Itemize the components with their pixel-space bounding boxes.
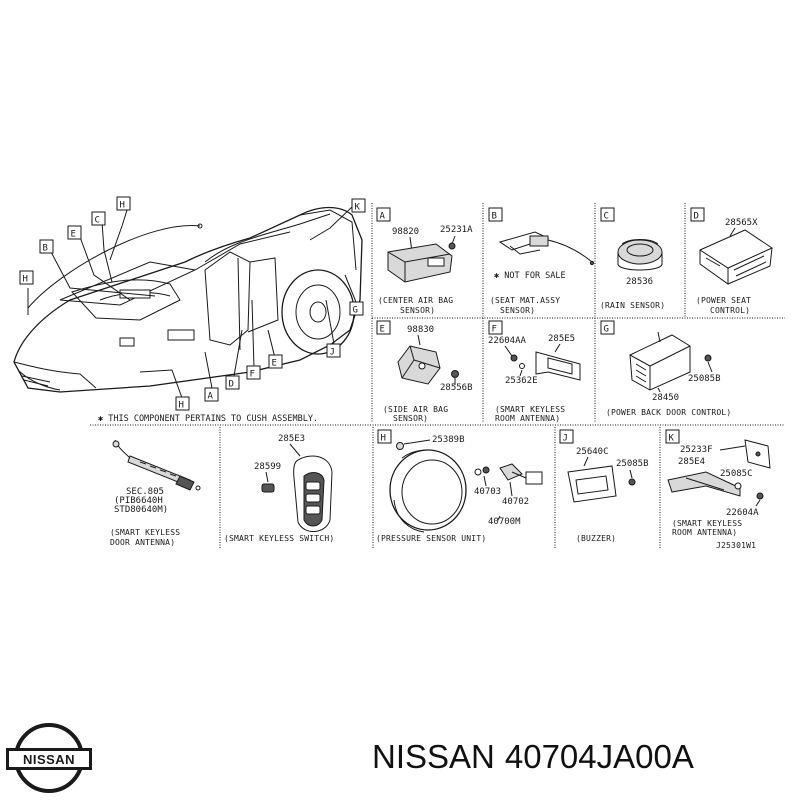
panel-caption: DOOR ANTENNA) <box>110 538 175 547</box>
callout-label: F <box>250 370 255 380</box>
callout-label: B <box>43 244 48 254</box>
panel-letter: G <box>604 325 609 335</box>
part-number: 40702 <box>502 497 529 507</box>
part-number-label: 40704JA00A <box>504 738 694 775</box>
panel-caption: SENSOR) <box>400 306 435 315</box>
callout-label: E <box>71 230 76 240</box>
panel-k-smart-keyless-room-antenna: K 25233F 285E4 25085C 22604A (SMART KEYL… <box>665 429 771 537</box>
part-number: 285E3 <box>278 434 305 444</box>
part-number: 22604AA <box>488 336 527 346</box>
panel-b-seat-mat-sensor: B ✱ NOT FOR SALE (SEAT MAT.ASSY SENSOR) <box>488 207 595 315</box>
panel-letter: H <box>381 434 386 444</box>
part-number: 40703 <box>474 487 501 497</box>
panel-caption: (RAIN SENSOR) <box>600 301 665 310</box>
callout-label: J <box>330 348 335 358</box>
panel-caption: (SIDE AIR BAG <box>383 405 448 414</box>
panel-caption: CONTROL) <box>710 306 750 315</box>
panel-h-pressure-sensor-unit: H 25389B 40703 40702 40700M (PRESSURE SE… <box>376 429 543 543</box>
panel-e-side-air-bag-sensor: E 98830 28556B (SIDE AIR BAG SENSOR) <box>376 320 473 423</box>
part-number: 28450 <box>652 393 679 403</box>
panel-caption: SENSOR) <box>500 306 535 315</box>
panel-separators <box>90 203 785 548</box>
part-number: 25085B <box>616 459 649 469</box>
panel-caption: (BUZZER) <box>576 534 616 543</box>
panel-caption: (PRESSURE SENSOR UNIT) <box>376 534 486 543</box>
overview-leaders <box>27 206 357 399</box>
panel-caption: (CENTER AIR BAG <box>378 296 453 305</box>
panel-note: ✱ NOT FOR SALE <box>494 271 566 281</box>
panel-caption: (SMART KEYLESS <box>495 405 565 414</box>
panel-f-smart-keyless-room-antenna: F 22604AA 285E5 25362E (SMART KEYLESS RO… <box>488 320 581 423</box>
callout-label: A <box>208 392 214 402</box>
part-number: 40700M <box>488 517 521 527</box>
vehicle-overview <box>13 206 363 393</box>
panel-letter: E <box>380 325 385 335</box>
callout-label: H <box>23 275 28 285</box>
part-number: 28599 <box>254 462 281 472</box>
panel-caption: (POWER BACK DOOR CONTROL) <box>606 408 731 417</box>
part-number: 25231A <box>440 225 473 235</box>
part-number: 25233F <box>680 445 713 455</box>
part-number: 25389B <box>432 435 465 445</box>
callout-label: K <box>355 203 361 213</box>
panel-a-center-air-bag-sensor: A 98820 25231A (CENTER AIR BAG SENSOR) <box>376 207 473 315</box>
nissan-logo: NISSAN <box>6 723 92 793</box>
callout-label: H <box>179 401 184 411</box>
part-number: 28565X <box>725 218 758 228</box>
part-number: 28556B <box>440 383 473 393</box>
panel-caption: (POWER SEAT <box>696 296 751 305</box>
panel-smart-keyless-door-antenna: SEC.805 (PIB6640H STD80640M) (SMART KEYL… <box>110 439 201 547</box>
part-number: 25640C <box>576 447 609 457</box>
panel-letter: A <box>380 212 386 222</box>
panel-g-power-back-door-control: G 25085B 28450 (POWER BACK DOOR CONTROL) <box>600 320 731 417</box>
part-number: 25085B <box>688 374 721 384</box>
callout-label: C <box>95 216 100 226</box>
panel-letter: K <box>669 434 675 444</box>
panel-letter: F <box>492 325 497 335</box>
overview-note: ✱ THIS COMPONENT PERTAINS TO CUSH ASSEMB… <box>98 414 318 424</box>
part-number: 28536 <box>626 277 653 287</box>
make-label: NISSAN <box>372 738 495 775</box>
overview-callouts: H C E B H K G J D E F A H <box>19 196 366 411</box>
panel-smart-keyless-switch: 285E3 28599 (SMART KEYLESS SWITCH) <box>224 434 334 543</box>
panel-caption: (SEAT MAT.ASSY <box>490 296 560 305</box>
sec-ref: (PIB6640H <box>114 496 163 506</box>
panel-caption: (SMART KEYLESS <box>672 519 742 528</box>
panel-c-rain-sensor: C 28536 (RAIN SENSOR) <box>600 207 665 310</box>
part-number: 285E5 <box>548 334 575 344</box>
panel-caption: (SMART KEYLESS SWITCH) <box>224 534 334 543</box>
callout-label: D <box>229 380 234 390</box>
panel-d-power-seat-control: D 28565X (POWER SEAT CONTROL) <box>690 207 773 315</box>
part-number: 98820 <box>392 227 419 237</box>
part-number: 98830 <box>407 325 434 335</box>
panel-letter: D <box>694 212 699 222</box>
panel-letter: C <box>604 212 609 222</box>
part-number: 22604A <box>726 508 759 518</box>
drawing-code: J25301W1 <box>716 541 756 550</box>
part-number: 25362E <box>505 376 538 386</box>
part-number: 25085C <box>720 469 753 479</box>
panel-caption: ROOM ANTENNA) <box>495 414 560 423</box>
panel-caption: ROOM ANTENNA) <box>672 528 737 537</box>
callout-label: E <box>272 359 277 369</box>
part-number: 285E4 <box>678 457 705 467</box>
callout-label: G <box>353 306 358 316</box>
panel-letter: B <box>492 212 497 222</box>
sec-ref: SEC.805 <box>126 487 164 497</box>
callout-label: H <box>120 201 125 211</box>
sec-ref: STD80640M) <box>114 505 168 515</box>
panel-caption: SENSOR) <box>393 414 428 423</box>
panel-caption: (SMART KEYLESS <box>110 528 180 537</box>
panel-letter: J <box>563 434 568 444</box>
logo-wordmark: NISSAN <box>23 752 75 767</box>
panel-j-buzzer: J 25640C 25085B (BUZZER) <box>559 429 649 543</box>
